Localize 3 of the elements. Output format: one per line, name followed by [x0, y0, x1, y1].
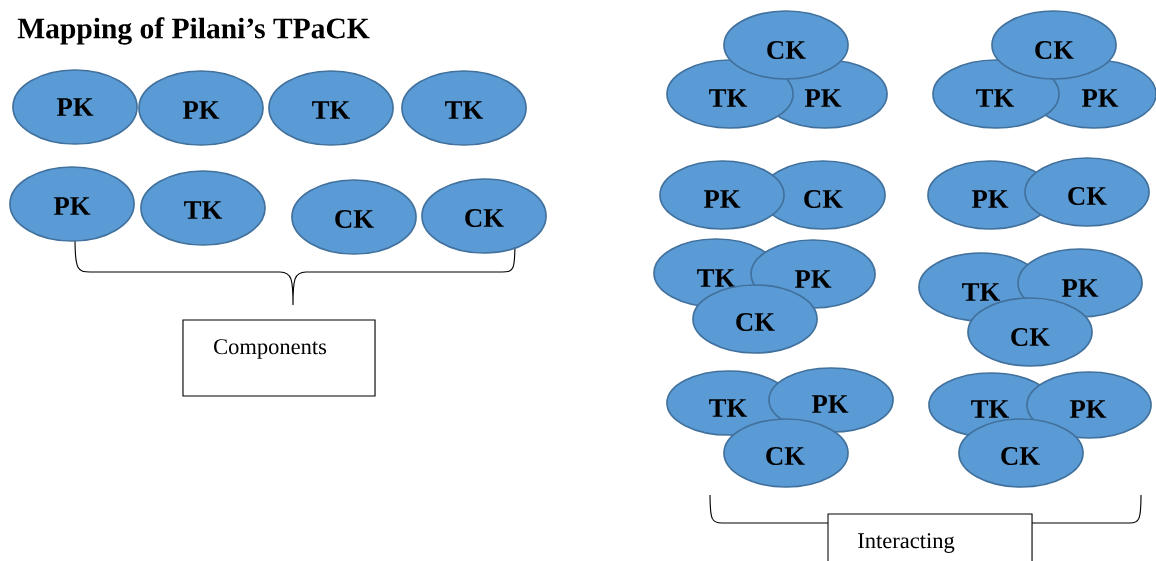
label-box: Interacting: [827, 513, 1033, 561]
title: Mapping of Pilani’s TPaCK: [17, 17, 370, 45]
label-box: Components: [182, 319, 376, 397]
